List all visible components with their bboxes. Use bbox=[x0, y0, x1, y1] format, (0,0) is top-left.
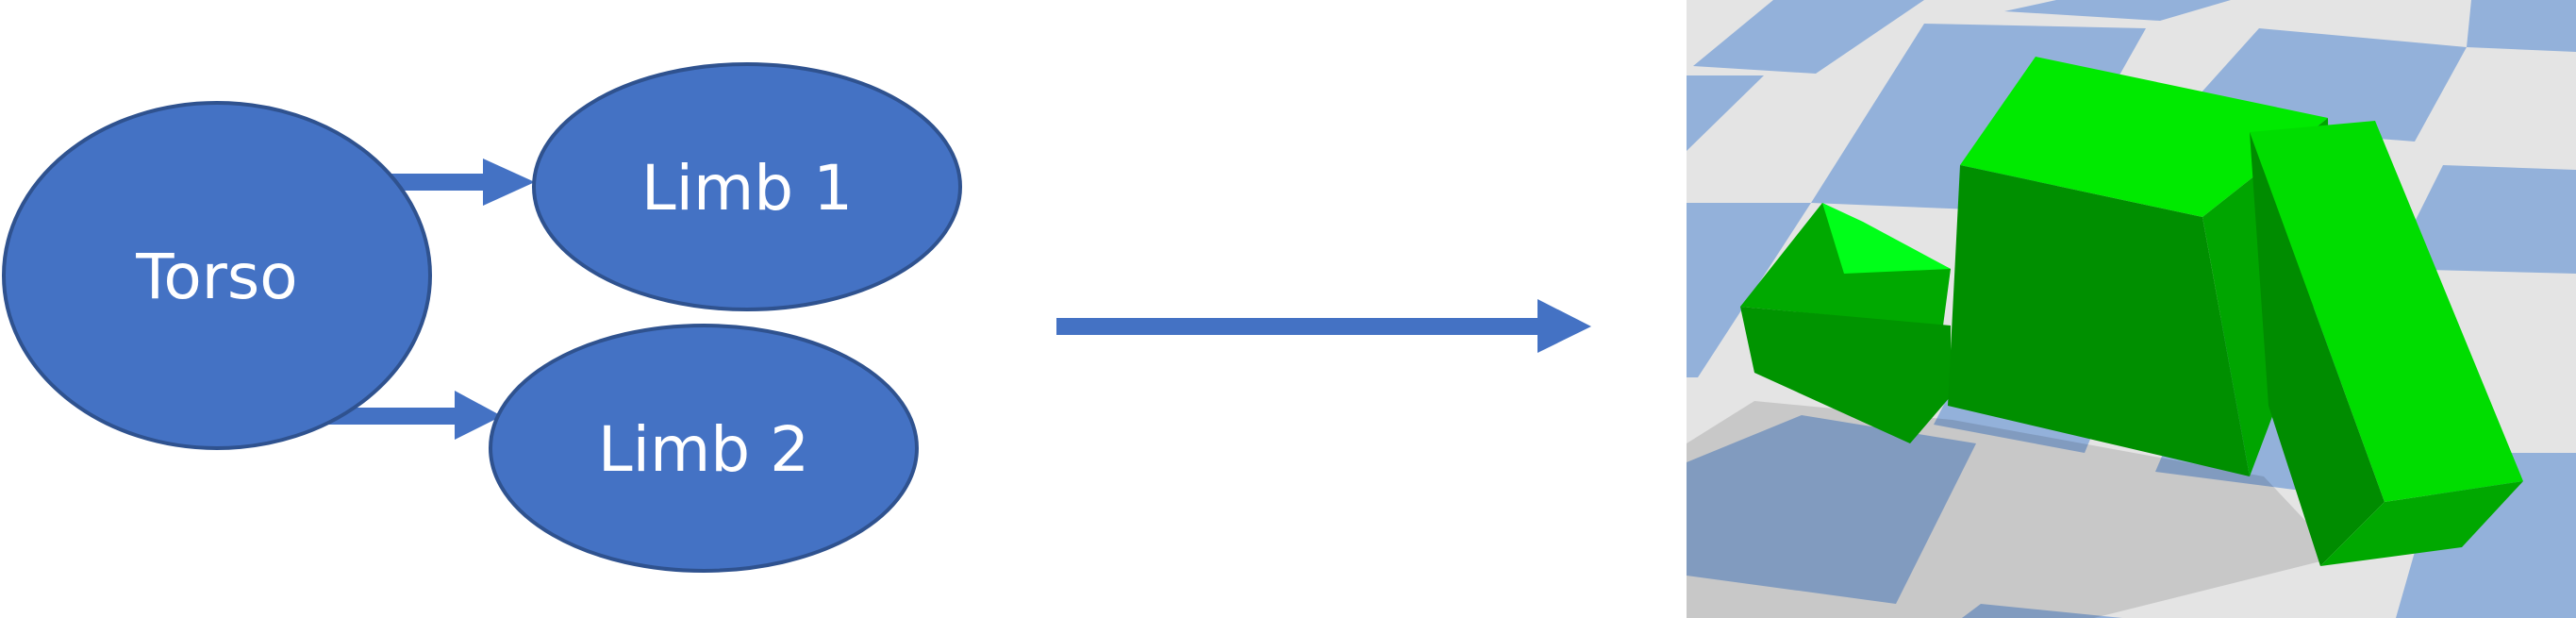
node-limb1: Limb 1 bbox=[532, 62, 962, 311]
node-limb1-label: Limb 1 bbox=[641, 152, 853, 225]
arrow-torso-to-limb2 bbox=[321, 391, 502, 440]
arrow-torso-to-limb1 bbox=[387, 159, 535, 206]
node-limb2: Limb 2 bbox=[489, 324, 919, 573]
morphology-graph: Torso Limb 1 Limb 2 bbox=[2, 62, 962, 573]
creature-limb2-box bbox=[1740, 203, 1951, 443]
creature-shadow bbox=[1687, 401, 2339, 618]
creature-limb1-box bbox=[2250, 121, 2523, 566]
arrow-graph-to-render bbox=[1056, 299, 1591, 353]
node-limb2-label: Limb 2 bbox=[598, 413, 809, 486]
node-torso-label: Torso bbox=[135, 241, 297, 313]
render-3d bbox=[1687, 0, 2576, 618]
node-torso: Torso bbox=[2, 101, 432, 450]
